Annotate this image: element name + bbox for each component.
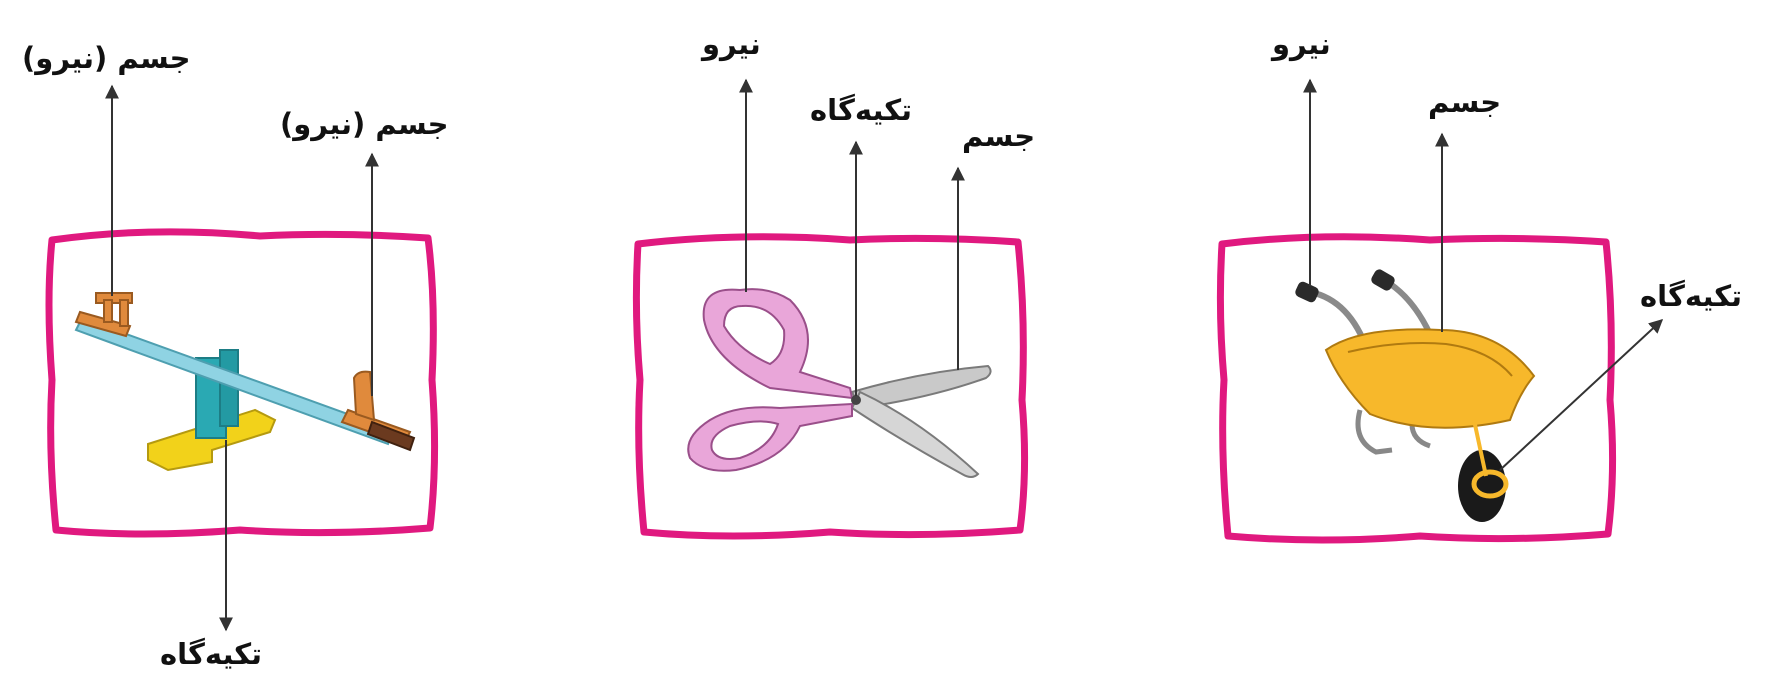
label-scissors-body: جسم xyxy=(962,119,1036,153)
panel-wheelbarrow xyxy=(1216,78,1664,544)
wheelbarrow-wheel-fork xyxy=(1472,419,1488,477)
label-wheelbarrow-force: نیرو xyxy=(1272,27,1331,61)
panel-seesaw xyxy=(45,84,439,632)
wheelbarrow-grip-left xyxy=(1295,281,1319,303)
seesaw-handle-left-post xyxy=(119,299,129,327)
seesaw-board xyxy=(74,316,394,446)
scissors-icon xyxy=(687,288,992,478)
label-seesaw-body-force-1: جسم (نیرو) xyxy=(22,41,191,75)
wheelbarrow-wheel-hub xyxy=(1471,469,1509,499)
wheelbarrow-grip-right xyxy=(1371,269,1395,291)
seesaw-handle-left xyxy=(95,292,133,304)
wheelbarrow-leg xyxy=(1355,409,1393,455)
scissors-pivot xyxy=(851,395,861,405)
seesaw-handle-left-post xyxy=(103,299,113,323)
panel-scissors xyxy=(632,78,1029,540)
label-wheelbarrow-body: جسم xyxy=(1428,85,1502,119)
wheelbarrow-wheel xyxy=(1458,450,1506,522)
scissors-blade-upper xyxy=(850,364,992,410)
seesaw-base xyxy=(147,408,277,472)
label-seesaw-body-force-2: جسم (نیرو) xyxy=(280,107,449,141)
scissors-blade-lower xyxy=(850,390,980,478)
label-scissors-force: نیرو xyxy=(702,27,761,61)
label-scissors-fulcrum: تکیه‌گاه xyxy=(810,93,913,127)
panel-frame xyxy=(632,233,1029,540)
wheelbarrow-bucket-rim xyxy=(1347,342,1513,377)
scissors-handle-lower xyxy=(687,402,853,472)
wheelbarrow-leg xyxy=(1409,423,1431,449)
seesaw-grip-right xyxy=(366,420,416,452)
arrow-wheelbarrow-fulcrum xyxy=(1499,319,1664,471)
scissors-handle-upper xyxy=(702,288,854,400)
seesaw-seat-left xyxy=(74,310,132,338)
panel-frame xyxy=(1216,233,1617,544)
label-wheelbarrow-fulcrum: تکیه‌گاه xyxy=(1640,279,1743,313)
panel-frame xyxy=(45,228,439,538)
label-seesaw-fulcrum: تکیه‌گاه xyxy=(160,637,263,671)
seesaw-icon xyxy=(74,292,416,472)
seesaw-handle-right xyxy=(352,370,376,422)
wheelbarrow-icon xyxy=(1295,269,1536,522)
